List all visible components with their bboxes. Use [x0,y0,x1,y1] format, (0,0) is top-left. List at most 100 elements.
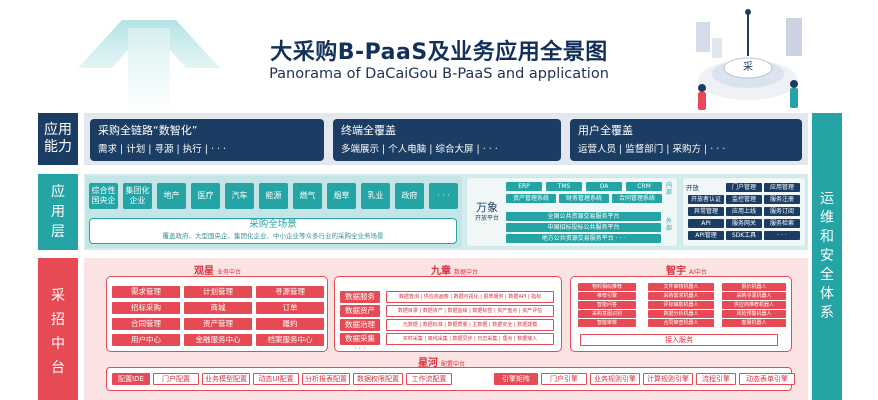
data-service-chip: · · · [354,344,366,353]
integration-chip: 资产管理系统 [506,194,556,203]
config-chip: 工作流配置 [406,373,452,385]
engine-chip: 流程引擎 [696,373,736,385]
business-module-chip: 商城 [184,302,252,314]
data-service-chip: 数据采集 [340,333,380,345]
capability-sub: 运营人员 | 监督部门 | 采购方 | · · · [578,144,726,155]
ai-capability-chip: 采购需求机器人 [648,292,714,300]
capability-sub: 需求 | 计划 | 寻源 | 执行 | · · · [98,144,227,155]
label-ops-security: 运维和安全体系 [812,113,842,400]
open-platform-chip: 门户管理 [726,183,762,192]
config-chip: 配置IDE [112,373,150,385]
external-platform-chip: 地方公共资源交易服务平台 · · · [506,234,661,243]
business-module-chip: 资产管理 [184,318,252,330]
ai-capability-chip: 数据分析机器人 [648,310,714,318]
ai-capability-chip: 供应商推荐机器人 [722,301,786,309]
ai-capability-chip: 采购寻源机器人 [722,292,786,300]
business-module-chip: 合同管理 [112,318,180,330]
open-platform-title: 开放 [686,184,699,192]
wanxiang-title: 万象 [476,201,498,214]
open-platform-chip: 应用上线 [726,207,762,216]
platform-illustration-icon [696,9,802,110]
guanxing-title: 观星业务中台 [194,266,242,277]
scene-sub: 覆盖政府、大型国央企、集团化企业、中小企业等众多行业的采购全业务场景 [162,232,384,240]
business-module-chip: 履约 [256,318,324,330]
config-chip: 业务模型配置 [202,373,250,385]
open-platform-chip: SDK工具 [726,231,762,240]
engine-chip: 引擎矩阵 [494,373,538,385]
business-module-chip: 用户中心 [112,334,180,346]
page-subtitle: Panorama of DaCaiGou B-PaaS and applicat… [269,66,609,82]
industry-chip: 医疗 [191,183,220,209]
open-platform-chip: 服务检索 [764,219,800,228]
inner-label: 内部 [665,182,672,196]
business-module-chip: 招标采购 [112,302,180,314]
integration-chip: TMS [546,182,582,191]
label-app-capability: 应用能力 [38,113,78,165]
industry-chip: 集团化企业 [123,183,152,209]
industry-chip: 地产 [157,183,186,209]
config-chip: 数据权限配置 [353,373,403,385]
capability-sub: 多端展示 | 个人电脑 | 综合大屏 | · · · [341,144,498,155]
outer-label: 外部 [665,218,672,232]
inject-service-chip: 接入服务 [580,334,778,346]
label-app-layer: 应用层 [38,174,78,250]
open-platform-chip: 应用管理 [764,183,800,192]
industry-chip: 烟草 [327,183,356,209]
ai-capability-chip: 风险预警机器人 [722,310,786,318]
scene-title: 采购全场景 [249,219,297,230]
integration-chip: 财务管理系统 [559,194,609,203]
ai-capability-chip: 推荐引擎 [578,292,636,300]
industry-chip: 汽车 [225,183,254,209]
open-platform-chip: 监控管理 [726,195,762,204]
business-module-chip: · · · [306,335,318,344]
capability-title: 采购全链路“数智化” [98,124,198,137]
integration-chip: 合同管理系统 [612,194,662,203]
data-service-chip: 数据治理 [340,319,380,331]
page-title: 大采购B-PaaS及业务应用全景图 [270,40,608,65]
open-platform-chip: 开放者认证 [688,195,724,204]
business-module-chip: 需求管理 [112,286,180,298]
arrow-decoration-icon [78,20,220,110]
business-module-chip: 档案服务中心 [256,334,324,346]
business-module-chip: 金融服务中心 [184,334,252,346]
capability-card-user: 用户全覆盖 运营人员 | 监督部门 | 采购方 | · · · [570,119,802,161]
engine-chip: 业务规则引擎 [590,373,640,385]
hero-badge: 采 [743,62,753,73]
open-platform-chip: · · · [764,231,800,240]
ai-capability-chip: 智能审核 [578,319,636,327]
data-service-chip: 数据资产 [340,305,380,317]
open-platform-chip: API管理 [688,231,724,240]
open-platform-chip: API [688,219,724,228]
business-module-chip: 计划管理 [184,286,252,298]
open-platform-chip: 服务注册 [764,195,800,204]
open-platform-chip: 异常管理 [688,207,724,216]
industry-chip: 乳业 [361,183,390,209]
open-platform-chip: 服务订阅 [764,207,800,216]
industry-chip: 综合性国央企 [89,183,118,209]
ai-capability-chip: 采购意图识别 [578,310,636,318]
business-module-chip: 寻源管理 [256,286,324,298]
industry-chip: 政府 [395,183,424,209]
xinghe-title: 星河配置中台 [418,358,466,369]
data-service-chip: 数据服务 [340,291,380,303]
business-module-chip: 订单 [256,302,324,314]
capability-card-terminal: 终端全覆盖 多端展示 | 个人电脑 | 综合大屏 | · · · [333,119,561,161]
config-chip: 门户配置 [153,373,199,385]
ai-capability-chip: 文件审核机器人 [648,283,714,291]
config-chip: 分析报表配置 [302,373,350,385]
external-platform-chip: 全国公共资源交易服务平台 [506,212,661,221]
capability-title: 终端全覆盖 [341,124,396,137]
wanxiang-sub: 开放平台 [474,215,499,222]
ai-capability-chip: 智能问答 [578,301,636,309]
label-procurement-platform: 采招中台 [38,258,78,400]
scene-box: 采购全场景 覆盖政府、大型国央企、集团化企业、中小企业等众多行业的采购全业务场景 [89,218,457,244]
engine-chip: 动态表单引擎 [739,373,795,385]
config-chip: 动态UI配置 [253,373,299,385]
capability-card-chain: 采购全链路“数智化” 需求 | 计划 | 寻源 | 执行 | · · · [90,119,324,161]
ai-capability-chip: 报价机器人 [722,283,786,291]
data-detail-chip: 数据查询 | 供应商画像 | 数据可视化 | 报表服务 | 数据API | 指标 [386,291,554,303]
data-detail-chip: 数据目录 | 数据资产 | 数据血缘 | 数据标签 | 资产盘点 | 资产评估 [386,305,554,317]
external-platform-chip: 中国招标投标公共服务平台 [506,223,661,232]
integration-chip: CRM [626,182,662,191]
